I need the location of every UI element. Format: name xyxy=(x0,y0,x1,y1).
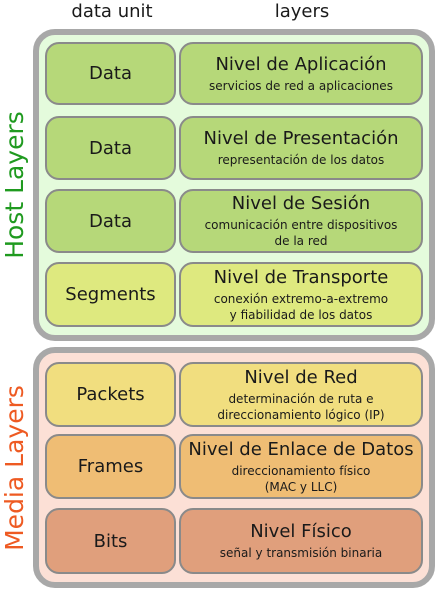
physical-data-unit: Bits xyxy=(45,508,176,574)
transport-layer: Nivel de Transporte conexión extremo-a-e… xyxy=(179,262,423,327)
datalink-data-unit: Frames xyxy=(45,434,176,499)
media-layers-label: Media Layers xyxy=(0,347,30,588)
layer-description-line: (MAC y LLC) xyxy=(264,479,338,494)
layer-description-line: direccionamiento lógico (IP) xyxy=(217,407,385,422)
unit-label: Segments xyxy=(65,284,156,305)
session-data-unit: Data xyxy=(45,189,176,253)
layers-header: layers xyxy=(274,1,330,22)
layer-name: Nivel de Red xyxy=(244,366,358,388)
session-layer: Nivel de Sesión comunicación entre dispo… xyxy=(179,189,423,253)
presentation-layer: Nivel de Presentación representación de … xyxy=(179,116,423,180)
layer-description-line: y fiabilidad de los datos xyxy=(229,307,373,322)
application-layer: Nivel de Aplicación servicios de red a a… xyxy=(179,42,423,105)
layer-name: Nivel de Transporte xyxy=(213,266,389,288)
layer-name: Nivel de Presentación xyxy=(203,128,399,149)
host-layers-label: Host Layers xyxy=(0,29,30,341)
unit-label: Packets xyxy=(76,384,145,405)
unit-label: Data xyxy=(89,137,132,159)
unit-label: Frames xyxy=(77,456,144,477)
layer-description: comunicación entre dispositivos de la red xyxy=(205,217,398,249)
layer-name: Nivel de Aplicación xyxy=(215,53,387,75)
layer-description: servicios de red a aplicaciones xyxy=(209,78,393,93)
presentation-data-unit: Data xyxy=(45,116,176,180)
transport-data-unit: Segments xyxy=(45,262,176,327)
layer-description-line: determinación de ruta e xyxy=(228,391,374,406)
unit-label: Data xyxy=(89,210,132,232)
host-layers-label-text: Host Layers xyxy=(0,111,30,259)
application-data-unit: Data xyxy=(45,42,176,105)
layer-description: representación de los datos xyxy=(217,153,385,167)
layer-name: Nivel Físico xyxy=(250,521,352,542)
media-layers-label-text: Media Layers xyxy=(0,384,30,551)
unit-label: Bits xyxy=(93,530,128,552)
unit-label: Data xyxy=(89,63,132,84)
layer-description: señal y transmisión binaria xyxy=(219,546,383,560)
network-data-unit: Packets xyxy=(45,362,176,427)
layer-description-line: conexión extremo-a-extremo xyxy=(213,291,389,306)
data-unit-header: data unit xyxy=(71,1,153,22)
datalink-layer: Nivel de Enlace de Datos direccionamient… xyxy=(179,434,423,499)
layer-description: direccionamiento físico(MAC y LLC) xyxy=(232,463,371,495)
physical-layer: Nivel Físico señal y transmisión binaria xyxy=(179,508,423,574)
layer-name: Nivel de Sesión xyxy=(231,193,371,214)
layer-description-line: de la red xyxy=(274,234,328,248)
layer-description-line: direccionamiento físico xyxy=(231,463,371,478)
layer-description-line: comunicación entre dispositivos xyxy=(204,218,398,232)
layer-name: Nivel de Enlace de Datos xyxy=(188,438,414,460)
